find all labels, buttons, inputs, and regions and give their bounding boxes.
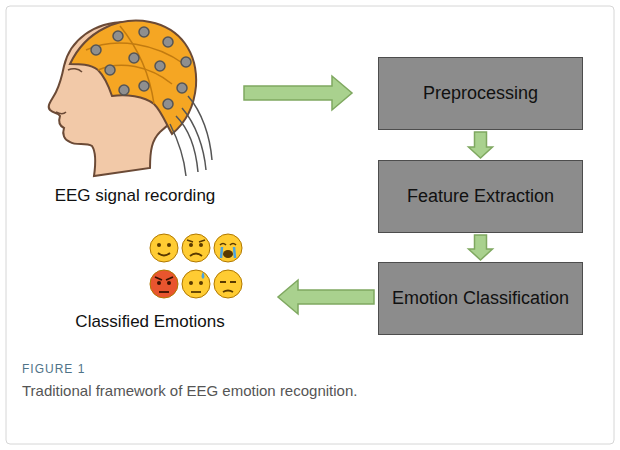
process-box: Emotion Classification <box>378 262 583 335</box>
eeg-head-illustration <box>49 21 212 176</box>
process-box: Preprocessing <box>378 57 583 130</box>
box-label: Feature Extraction <box>407 186 554 208</box>
figure-number: FIGURE 1 <box>22 362 85 376</box>
flow-arrow <box>244 76 352 110</box>
flow-arrow <box>469 132 493 158</box>
process-box: Feature Extraction <box>378 160 583 233</box>
box-label: Emotion Classification <box>392 288 569 310</box>
box-label: Preprocessing <box>423 83 538 105</box>
flow-arrow <box>278 280 374 314</box>
figure-caption: Traditional framework of EEG emotion rec… <box>22 382 357 399</box>
illustration-label: EEG signal recording <box>55 186 216 206</box>
emotion-emojis <box>150 234 242 298</box>
figure-frame <box>6 6 614 444</box>
illustration-label: Classified Emotions <box>75 312 224 332</box>
flow-arrow <box>469 235 493 260</box>
